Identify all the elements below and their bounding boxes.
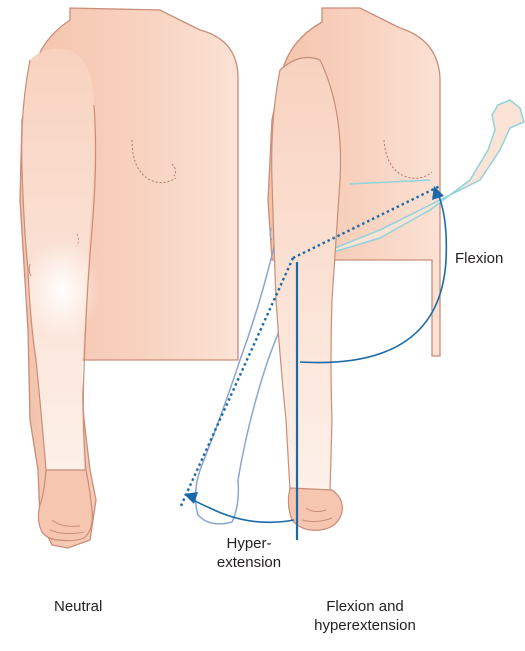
hyperextension-label-line1: Hyper- bbox=[203, 534, 295, 553]
flexion-hyperextension-caption-line2: hyperextension bbox=[300, 616, 430, 635]
hyperextension-arc bbox=[190, 498, 294, 522]
flexion-label: Flexion bbox=[455, 249, 503, 268]
flexion-hyperextension-caption-line1: Flexion and bbox=[300, 597, 430, 616]
flexion-hyperextension-caption: Flexion and hyperextension bbox=[300, 597, 430, 635]
hyperextension-label: Hyper- extension bbox=[203, 534, 295, 572]
neutral-caption: Neutral bbox=[54, 597, 102, 616]
hyperextension-label-line2: extension bbox=[203, 553, 295, 572]
